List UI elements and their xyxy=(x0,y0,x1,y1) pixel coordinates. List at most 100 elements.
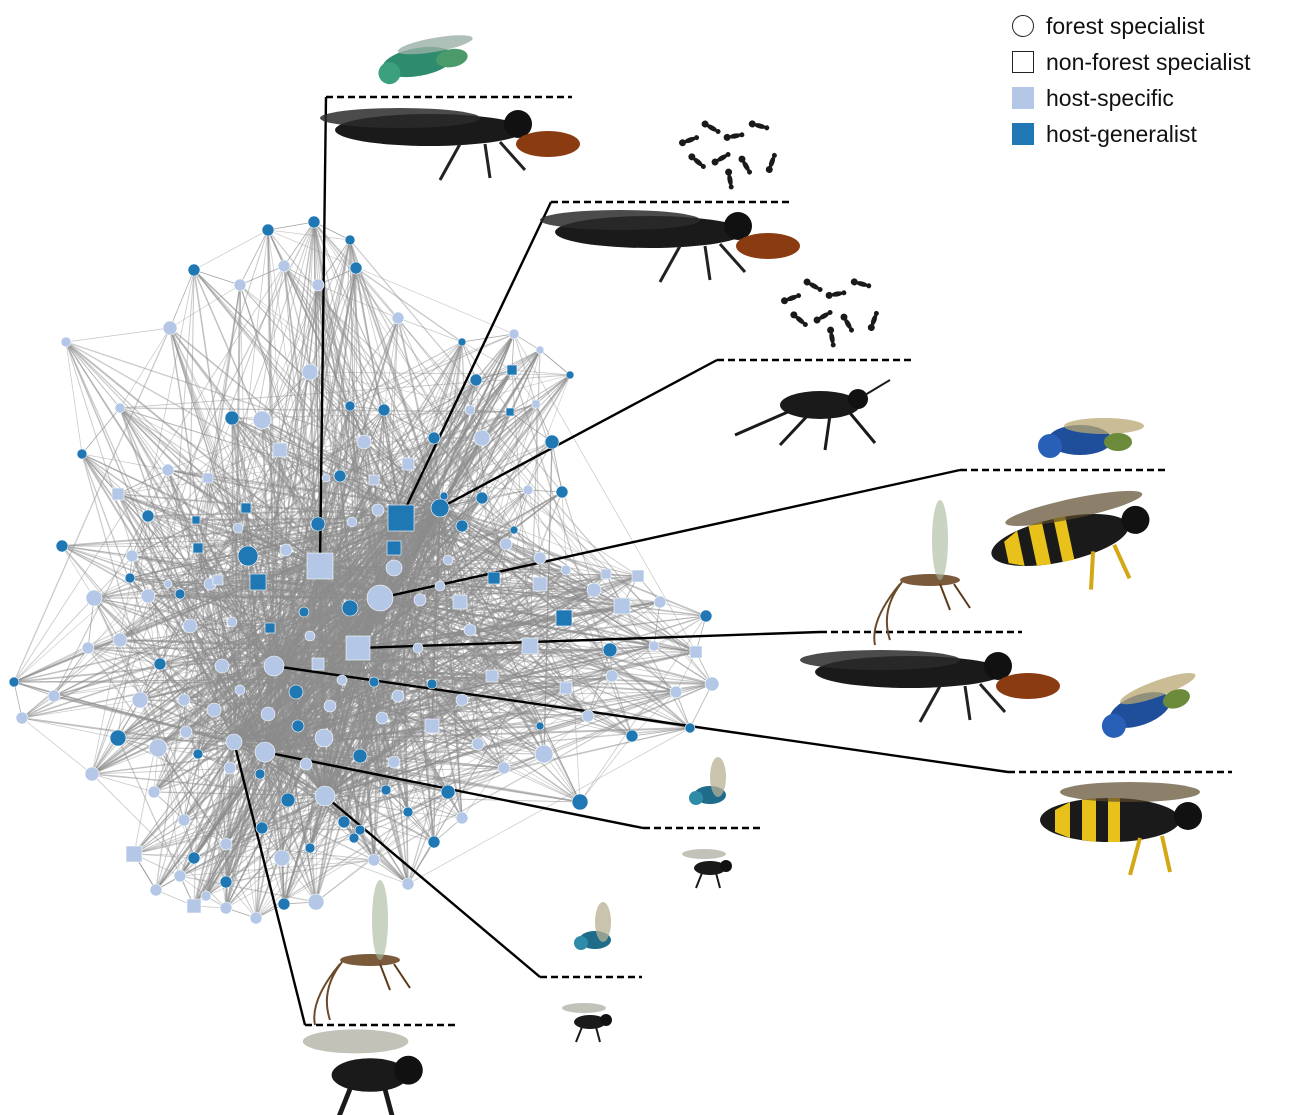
network-edge xyxy=(129,577,326,797)
species-node-circle xyxy=(475,491,489,505)
network-edge xyxy=(407,811,463,819)
highlighted-species-node-d xyxy=(366,584,394,612)
network-edge xyxy=(147,595,275,667)
network-edge xyxy=(147,595,181,877)
network-edge xyxy=(400,517,655,647)
species-node-circle xyxy=(499,537,513,551)
network-edge xyxy=(417,647,713,685)
network-edge xyxy=(169,284,241,329)
network-edge xyxy=(93,507,441,599)
species-node-circle xyxy=(356,434,372,450)
network-edge xyxy=(133,477,209,855)
potter-wasp-photo xyxy=(981,481,1164,611)
network-edge xyxy=(393,547,613,677)
species-node-circle xyxy=(299,757,313,771)
network-edge xyxy=(324,409,471,797)
species-node-circle xyxy=(321,473,331,483)
species-node-circle xyxy=(348,832,360,844)
network-edge xyxy=(273,597,381,667)
network-edge xyxy=(13,327,171,683)
network-edge xyxy=(273,507,441,667)
network-edge xyxy=(359,647,419,831)
network-edge xyxy=(264,751,326,797)
network-edge xyxy=(439,507,677,693)
network-edge xyxy=(13,647,89,683)
network-edge xyxy=(461,605,623,819)
network-edge xyxy=(397,695,545,755)
network-edge xyxy=(119,327,171,409)
network-edge xyxy=(353,837,409,885)
species-node-circle xyxy=(684,722,696,734)
species-node-circle xyxy=(648,640,660,652)
species-node-circle xyxy=(153,657,167,671)
network-edge xyxy=(264,751,395,763)
network-edge xyxy=(231,417,281,451)
network-edge xyxy=(209,583,233,623)
network-edge xyxy=(261,371,311,421)
network-edge xyxy=(319,565,359,649)
network-edge xyxy=(431,543,507,685)
network-edge xyxy=(579,615,707,803)
network-edge xyxy=(91,773,155,793)
network-edge xyxy=(65,341,83,455)
network-edge xyxy=(493,577,541,585)
network-edge xyxy=(193,269,531,647)
network-edge xyxy=(264,489,529,753)
species-node-circle xyxy=(81,641,95,655)
species-node-circle xyxy=(412,642,424,654)
network-edge xyxy=(153,665,275,793)
network-edge xyxy=(239,284,359,649)
network-edge xyxy=(383,409,435,439)
network-edge xyxy=(207,477,247,509)
species-node-circle xyxy=(141,509,155,523)
network-edge xyxy=(257,349,541,583)
species-node-circle xyxy=(76,448,88,460)
species-node-circle xyxy=(669,685,683,699)
species-node-circle xyxy=(124,572,136,584)
network-edge xyxy=(431,651,697,685)
network-edge xyxy=(155,751,266,891)
network-edge xyxy=(147,573,607,597)
species-node-circle xyxy=(555,485,569,499)
species-node-circle xyxy=(252,410,272,430)
network-edge xyxy=(231,411,511,419)
network-edge xyxy=(273,517,402,667)
network-edge xyxy=(283,221,315,267)
network-edge xyxy=(505,374,571,545)
species-node-square xyxy=(485,669,499,683)
network-edge xyxy=(129,221,315,579)
species-node-circle xyxy=(219,837,233,851)
callout-line xyxy=(273,664,1009,774)
species-node-circle xyxy=(223,761,237,775)
network-edge xyxy=(197,547,219,581)
network-edge xyxy=(383,317,399,411)
species-node-circle xyxy=(349,261,363,275)
callout-line xyxy=(399,201,553,519)
network-edge xyxy=(239,229,269,286)
network-edge xyxy=(273,477,327,667)
black-wasp-photo xyxy=(733,378,892,452)
network-edge xyxy=(283,265,319,525)
network-edge xyxy=(323,507,441,739)
network-edge xyxy=(207,441,365,479)
network-edge xyxy=(543,715,589,755)
network-edge xyxy=(373,859,409,885)
species-node-square xyxy=(272,442,288,458)
network-edge xyxy=(195,517,402,521)
network-edge xyxy=(225,507,441,883)
species-node-circle xyxy=(533,551,547,565)
network-edge xyxy=(87,597,95,649)
network-edge xyxy=(261,221,315,421)
species-node-circle xyxy=(391,311,405,325)
ichneumonid-wasp-photo xyxy=(313,879,411,1026)
network-edge xyxy=(539,715,589,727)
network-edge xyxy=(65,327,171,343)
network-edge xyxy=(225,647,359,909)
species-node-circle xyxy=(544,434,560,450)
network-edge xyxy=(439,507,479,745)
network-edge xyxy=(217,579,275,667)
network-edge xyxy=(283,265,449,561)
ant-swarm-photo xyxy=(780,277,881,348)
network-edge xyxy=(511,369,571,376)
network-edge xyxy=(133,853,375,861)
